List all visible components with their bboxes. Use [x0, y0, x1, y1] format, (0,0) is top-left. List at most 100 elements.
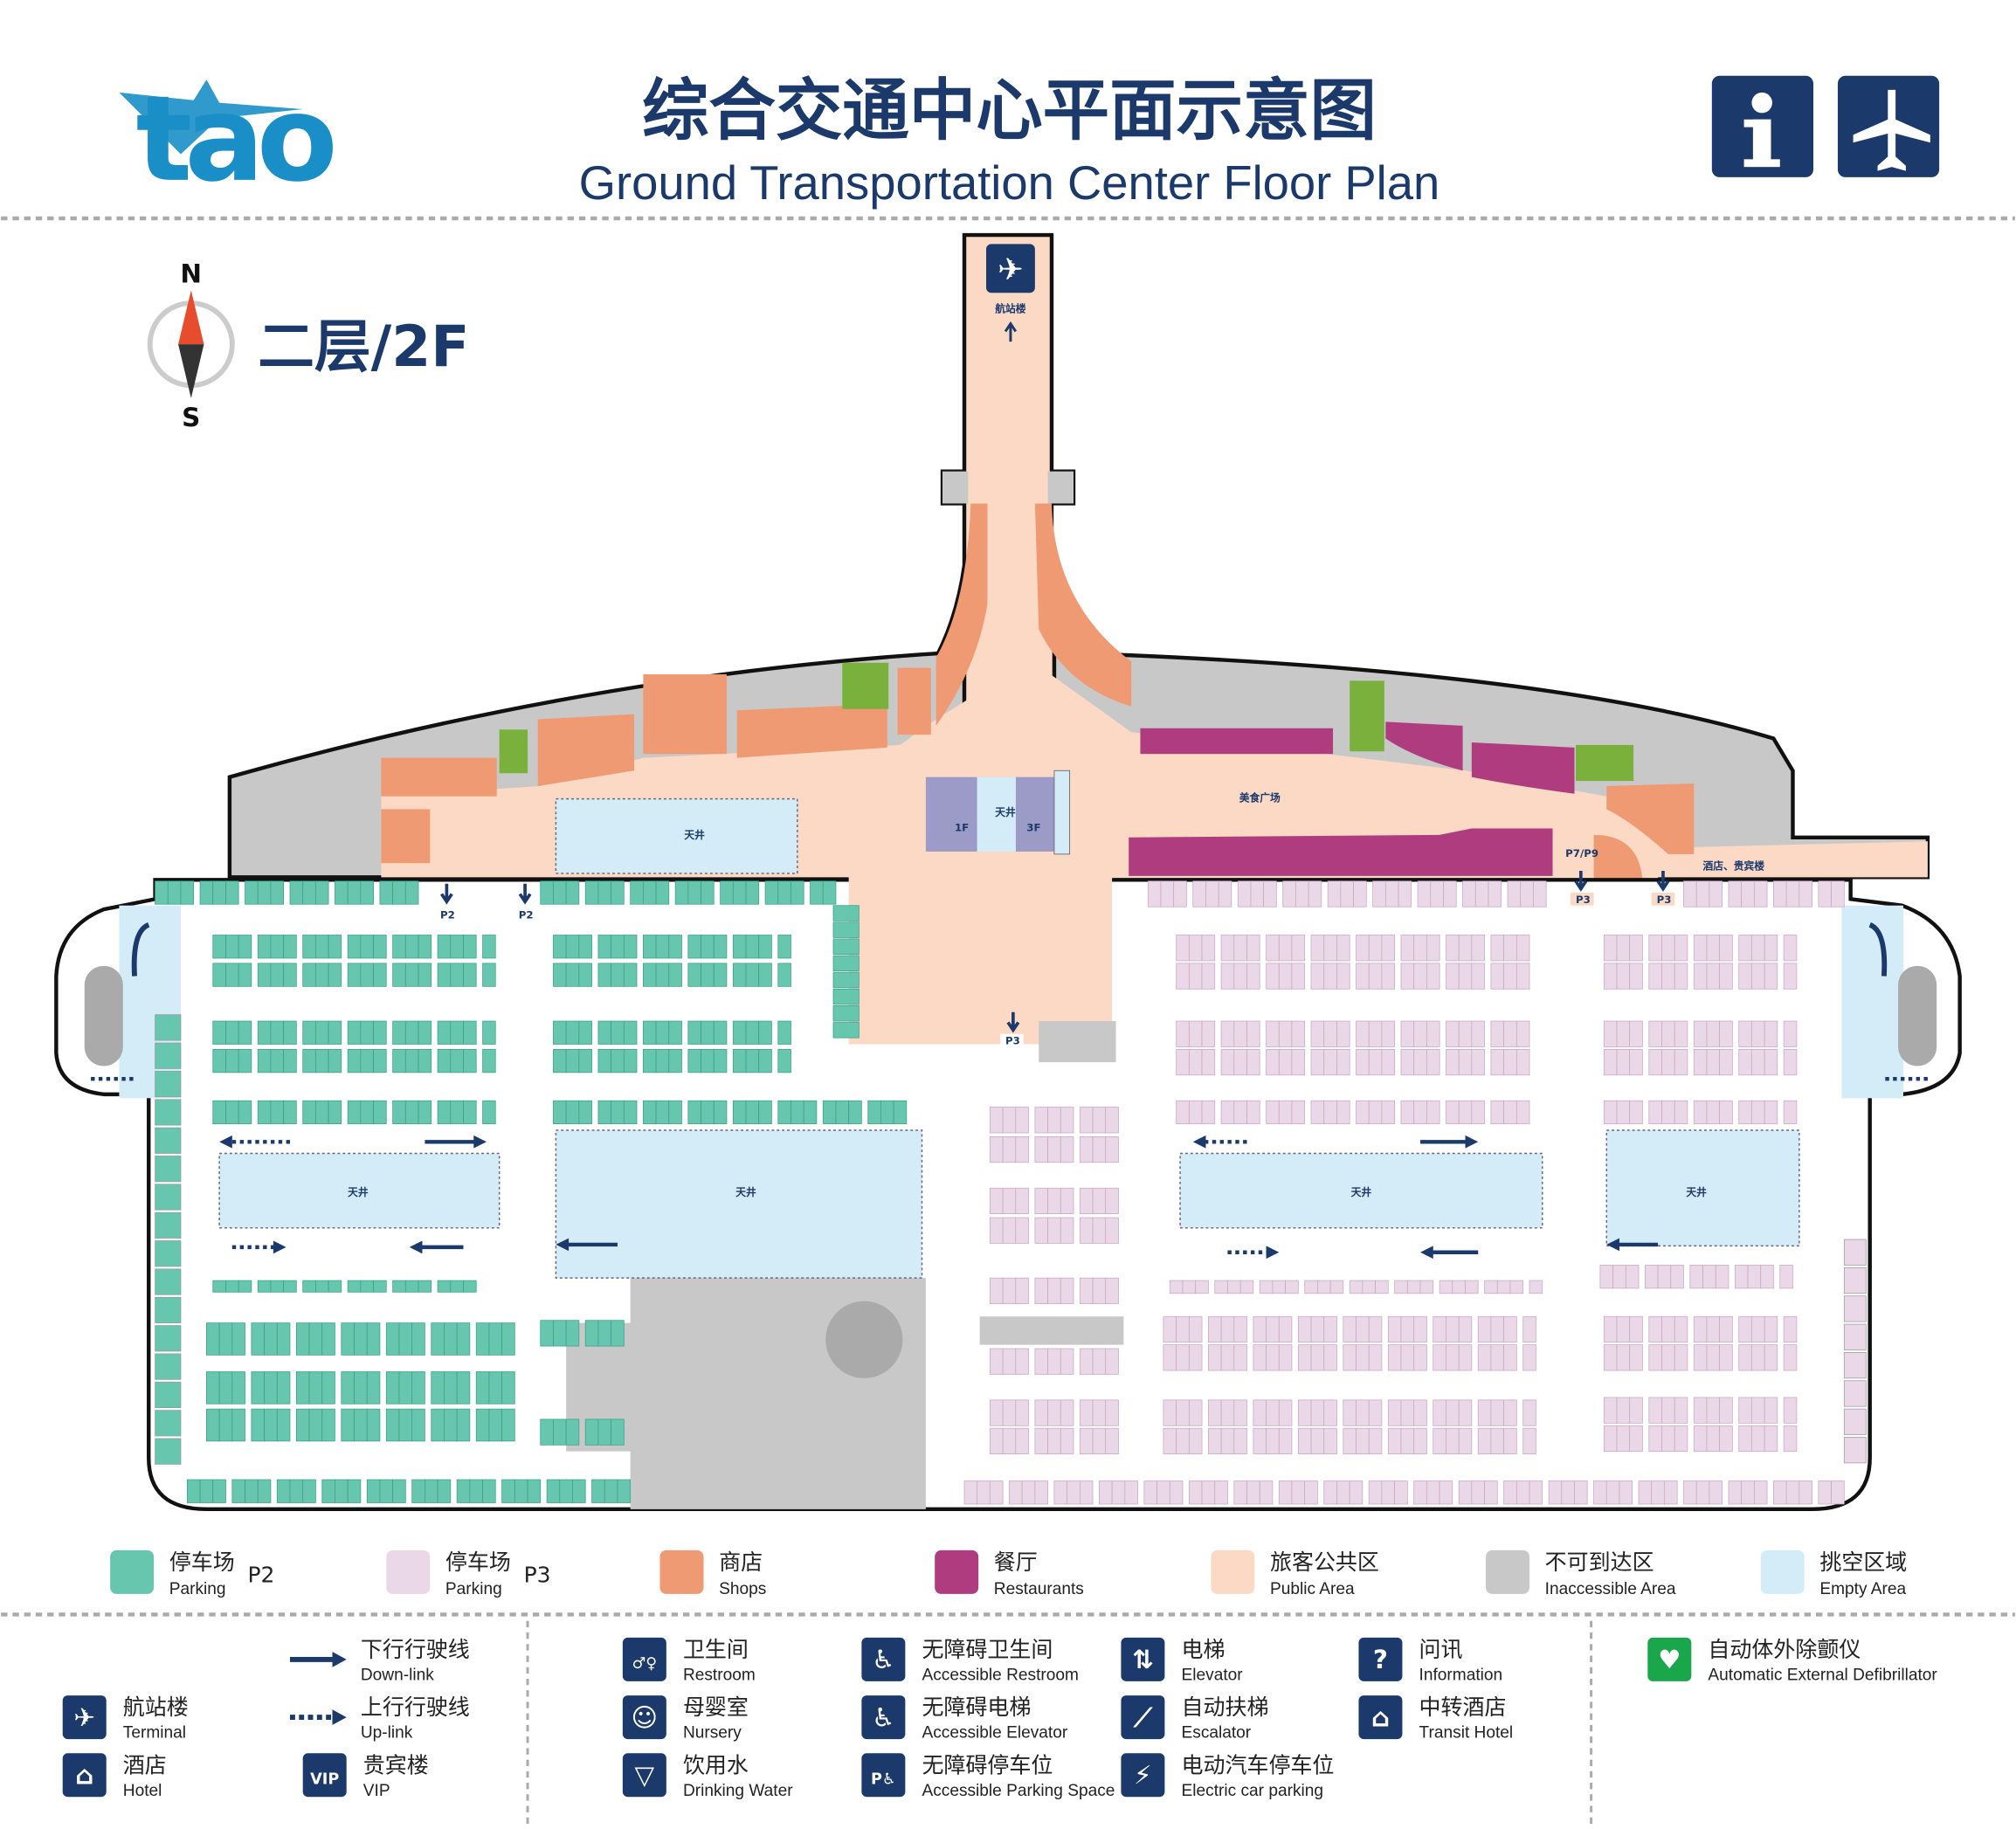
parking-stall[interactable] [155, 1099, 182, 1126]
parking-stall[interactable] [1176, 1049, 1190, 1076]
parking-stall[interactable] [437, 1020, 452, 1045]
parking-stall[interactable] [321, 1408, 335, 1442]
parking-stall[interactable] [597, 1020, 611, 1045]
parking-stall[interactable] [1163, 1427, 1177, 1454]
parking-stall[interactable] [1291, 1049, 1306, 1076]
parking-stall[interactable] [1503, 1100, 1517, 1125]
parking-stall[interactable] [257, 1100, 272, 1125]
parking-stall[interactable] [1400, 1399, 1415, 1426]
parking-stall[interactable] [803, 1100, 818, 1125]
parking-stall[interactable] [1674, 963, 1688, 990]
parking-stall[interactable] [1413, 1315, 1427, 1343]
parking-stall[interactable] [1648, 1425, 1662, 1453]
parking-stall[interactable] [360, 935, 374, 959]
parking-stall[interactable] [1843, 1295, 1867, 1322]
parking-stall[interactable] [1310, 1315, 1325, 1343]
parking-stall[interactable] [1751, 963, 1765, 990]
parking-stall[interactable] [1764, 1315, 1778, 1343]
parking-stall[interactable] [1751, 1397, 1765, 1424]
parking-stall[interactable] [360, 1049, 374, 1073]
parking-stall[interactable] [199, 880, 214, 905]
parking-stall[interactable] [501, 1479, 515, 1503]
parking-stall[interactable] [1477, 1344, 1492, 1371]
parking-stall[interactable] [1188, 963, 1203, 990]
parking-stall[interactable] [578, 1100, 592, 1125]
parking-stall[interactable] [1214, 1280, 1228, 1294]
parking-stall[interactable] [302, 963, 316, 987]
parking-stall[interactable] [893, 1100, 908, 1125]
parking-stall[interactable] [713, 1049, 728, 1073]
parking-stall[interactable] [1368, 1344, 1383, 1371]
parking-stall[interactable] [1689, 1265, 1703, 1289]
parking-stall[interactable] [347, 880, 362, 905]
parking-stall[interactable] [880, 1100, 894, 1125]
parking-stall[interactable] [270, 880, 285, 905]
parking-stall[interactable] [1507, 880, 1522, 908]
parking-stall[interactable] [366, 1408, 381, 1442]
parking-stall[interactable] [832, 1022, 860, 1039]
parking-stall[interactable] [540, 1320, 554, 1347]
parking-stall[interactable] [354, 1408, 368, 1442]
parking-stall[interactable] [437, 1049, 452, 1073]
parking-stall[interactable] [1490, 1344, 1504, 1371]
parking-stall[interactable] [758, 935, 772, 959]
parking-stall[interactable] [437, 1100, 452, 1125]
parking-stall[interactable] [745, 1100, 760, 1125]
parking-stall[interactable] [623, 935, 638, 959]
shop[interactable] [897, 667, 931, 735]
parking-stall[interactable] [155, 1211, 182, 1239]
parking-stall[interactable] [1343, 1427, 1357, 1454]
parking-stall[interactable] [832, 988, 860, 1005]
parking-stall[interactable] [1616, 1049, 1631, 1076]
parking-stall[interactable] [1398, 880, 1412, 908]
parking-stall[interactable] [1182, 1280, 1197, 1294]
parking-stall[interactable] [295, 1322, 310, 1356]
parking-stall[interactable] [411, 1479, 425, 1503]
parking-stall[interactable] [155, 1381, 182, 1409]
parking-stall[interactable] [1443, 880, 1457, 908]
parking-stall[interactable] [1439, 1280, 1453, 1294]
parking-stall[interactable] [456, 1408, 471, 1442]
parking-stall[interactable] [1783, 1049, 1798, 1076]
parking-stall[interactable] [1233, 1315, 1247, 1343]
parking-stall[interactable] [1323, 1315, 1337, 1343]
parking-stall[interactable] [257, 1280, 272, 1293]
parking-stall[interactable] [404, 1049, 419, 1073]
parking-stall[interactable] [1488, 880, 1502, 908]
parking-stall[interactable] [225, 880, 239, 905]
parking-stall[interactable] [1208, 1344, 1222, 1371]
parking-stall[interactable] [1629, 935, 1643, 962]
parking-stall[interactable] [1603, 935, 1618, 962]
parking-stall[interactable] [1561, 1480, 1575, 1505]
parking-stall[interactable] [1336, 963, 1350, 990]
parking-stall[interactable] [385, 1408, 400, 1442]
parking-stall[interactable] [1163, 1399, 1177, 1426]
parking-stall[interactable] [732, 935, 747, 959]
parking-stall[interactable] [328, 1280, 342, 1293]
parking-stall[interactable] [1381, 935, 1395, 962]
parking-stall[interactable] [186, 1479, 201, 1503]
parking-stall[interactable] [1458, 1399, 1473, 1426]
parking-stall[interactable] [848, 1100, 862, 1125]
parking-stall[interactable] [167, 880, 182, 905]
parking-stall[interactable] [1220, 1315, 1235, 1343]
parking-stall[interactable] [1266, 963, 1280, 990]
parking-stall[interactable] [1843, 1267, 1867, 1294]
parking-stall[interactable] [578, 1049, 592, 1073]
shop[interactable] [381, 757, 497, 797]
parking-stall[interactable] [584, 880, 599, 905]
parking-stall[interactable] [668, 935, 682, 959]
parking-stall[interactable] [463, 1280, 477, 1293]
parking-stall[interactable] [990, 1399, 1004, 1426]
parking-stall[interactable] [404, 1020, 419, 1045]
parking-stall[interactable] [1368, 1315, 1383, 1343]
parking-stall[interactable] [1387, 1399, 1402, 1426]
parking-stall[interactable] [238, 1049, 252, 1073]
shop[interactable] [381, 809, 431, 864]
parking-stall[interactable] [1522, 1399, 1536, 1426]
parking-stall[interactable] [1060, 1107, 1074, 1134]
parking-stall[interactable] [1278, 1344, 1293, 1371]
parking-stall[interactable] [425, 1479, 438, 1503]
parking-stall[interactable] [1629, 1315, 1643, 1343]
parking-stall[interactable] [1015, 1187, 1029, 1214]
